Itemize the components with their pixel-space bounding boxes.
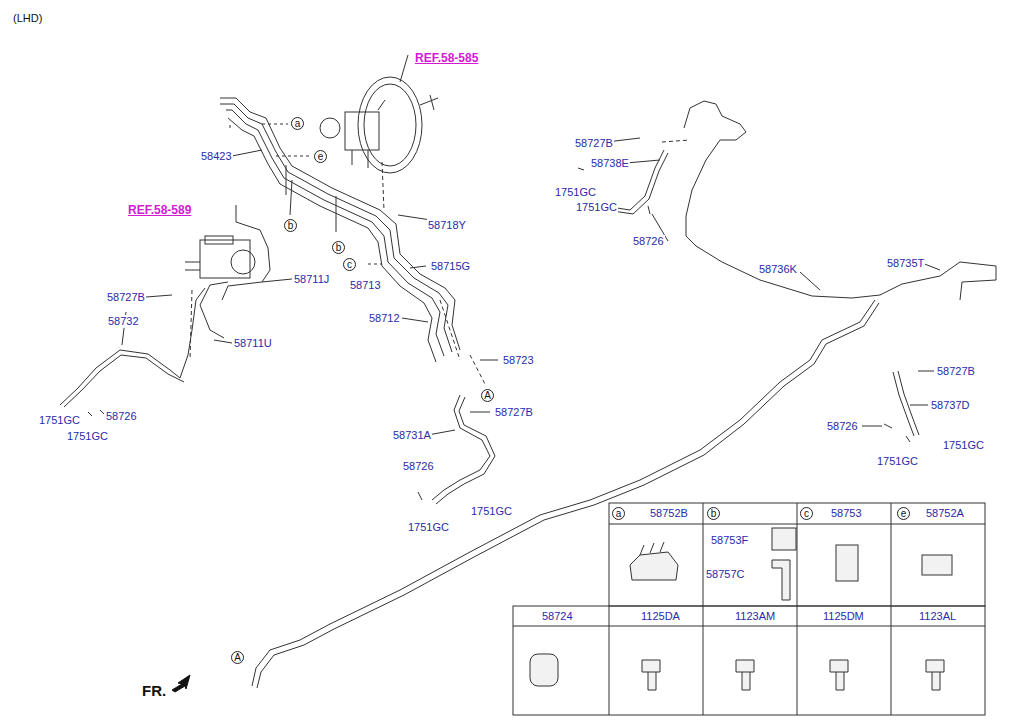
part-label: 58713 bbox=[349, 279, 382, 292]
part-label: (LHD) bbox=[12, 12, 43, 25]
reference-circle: a bbox=[291, 117, 304, 130]
part-label: 58727B bbox=[106, 291, 146, 304]
part-label: 58723 bbox=[502, 354, 535, 367]
part-label: 58423 bbox=[200, 150, 233, 163]
part-label: 1125DA bbox=[640, 610, 681, 623]
reference-circle: b bbox=[332, 241, 345, 254]
part-label: 1751GC bbox=[554, 186, 597, 199]
reference-circle: A bbox=[231, 651, 244, 664]
reference-circle: c bbox=[343, 258, 356, 271]
part-label: 58727B bbox=[574, 137, 614, 150]
part-label: 1751GC bbox=[66, 430, 109, 443]
part-label: 58738E bbox=[590, 157, 630, 170]
part-label: 1123AL bbox=[918, 610, 957, 623]
part-label: 1751GC bbox=[876, 455, 919, 468]
reference-circle: e bbox=[314, 150, 327, 163]
part-label: 58718Y bbox=[427, 219, 467, 232]
reference-circle: e bbox=[897, 507, 910, 520]
part-label: 58732 bbox=[107, 315, 140, 328]
part-label: 58724 bbox=[541, 610, 574, 623]
part-label: 58735T bbox=[886, 257, 925, 270]
part-label: 58726 bbox=[105, 410, 138, 423]
part-label: 58726 bbox=[826, 420, 859, 433]
part-label: 1751GC bbox=[575, 201, 618, 214]
part-label: REF.58-589 bbox=[127, 204, 192, 217]
reference-letter: c bbox=[804, 509, 809, 519]
part-label: 58727B bbox=[936, 365, 976, 378]
part-label: 58727B bbox=[494, 406, 534, 419]
part-label: REF.58-585 bbox=[414, 52, 479, 65]
part-label: 58715G bbox=[430, 260, 471, 273]
reference-letter: a bbox=[295, 119, 301, 129]
reference-circle: b bbox=[707, 507, 720, 520]
part-label: 58712 bbox=[368, 312, 401, 325]
reference-letter: a bbox=[616, 509, 622, 519]
reference-letter: b bbox=[288, 221, 294, 231]
part-label: 58752A bbox=[925, 507, 965, 520]
part-label: 58731A bbox=[392, 429, 432, 442]
part-label: 1751GC bbox=[942, 439, 985, 452]
reference-circle: A bbox=[481, 389, 494, 402]
part-label: 58753 bbox=[830, 507, 863, 520]
reference-letter: b bbox=[711, 509, 717, 519]
part-label: 58726 bbox=[402, 460, 435, 473]
reference-letter: c bbox=[347, 260, 352, 270]
part-label: 1123AM bbox=[734, 610, 776, 623]
part-label: 58737D bbox=[930, 399, 971, 412]
reference-letter: e bbox=[318, 152, 324, 162]
part-label: 58711J bbox=[293, 273, 330, 286]
part-label: 58736K bbox=[758, 263, 798, 276]
part-label: 58753F bbox=[710, 534, 749, 547]
reference-letter: e bbox=[901, 509, 907, 519]
part-label: 1125DM bbox=[822, 610, 865, 623]
part-label: 1751GC bbox=[407, 521, 450, 534]
part-label: 58726 bbox=[632, 235, 665, 248]
reference-circle: c bbox=[800, 507, 813, 520]
part-label: 58711U bbox=[233, 337, 273, 350]
part-label: 58757C bbox=[705, 568, 746, 581]
part-label: FR. bbox=[141, 682, 167, 699]
reference-circle: a bbox=[612, 507, 625, 520]
part-label: 58752B bbox=[649, 507, 689, 520]
reference-circle: b bbox=[284, 219, 297, 232]
reference-letter: A bbox=[484, 391, 491, 401]
part-label: 1751GC bbox=[38, 414, 81, 427]
reference-letter: A bbox=[234, 653, 241, 663]
reference-letter: b bbox=[336, 243, 342, 253]
part-label: 1751GC bbox=[470, 505, 513, 518]
